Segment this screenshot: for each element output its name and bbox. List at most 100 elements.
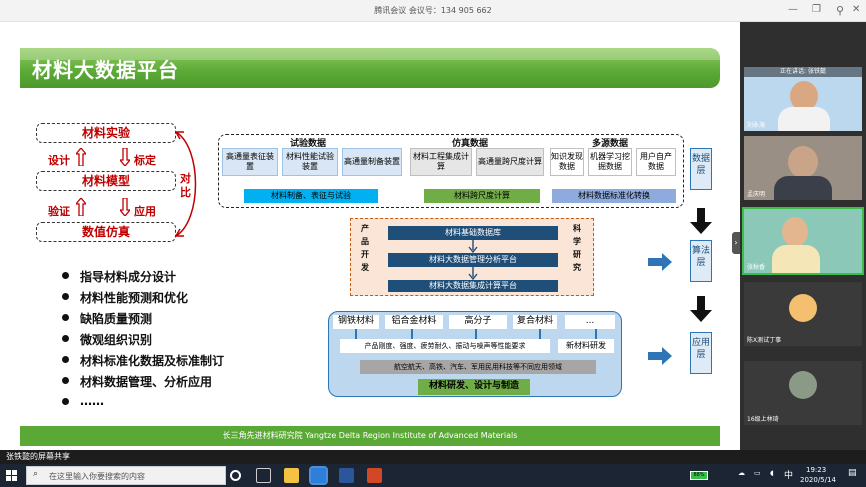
video-tile[interactable]: 16级上林琦 (744, 361, 862, 425)
right-arrow-icon (648, 347, 672, 365)
tencent-meeting-icon[interactable] (309, 466, 328, 485)
sim-item: 材料工程集成计算 (410, 148, 472, 176)
participant-name: 张秋香 (747, 264, 766, 271)
video-tile[interactable]: 正在讲话: 张铁懿 刘永海 (744, 67, 862, 131)
list-item: 指导材料成分设计 (62, 268, 224, 289)
list-item: 材料性能预测和优化 (62, 289, 224, 310)
multi-bar: 材料数据标准化转换 (552, 189, 676, 203)
multi-item: 知识发现数据 (550, 148, 584, 176)
participant-name: 16级上林琦 (747, 416, 779, 423)
product-dev-label: 产 品 开 发 (361, 224, 369, 272)
compare-curve-arrow (175, 131, 197, 237)
right-arrow-icon (648, 253, 672, 271)
list-item: 微观组织识别 (62, 331, 224, 352)
window-title: 腾讯会议 会议号：134 905 662 (374, 6, 492, 15)
notification-icon[interactable]: ▤ (848, 468, 857, 478)
down-arrow-icon (690, 296, 712, 322)
layer-application: 应用层 (690, 332, 712, 374)
share-banner-text: 张铁懿的屏幕共享 (6, 452, 70, 461)
connector-arrows (355, 329, 597, 339)
group-title-experiment: 试验数据 (290, 139, 327, 149)
research-label: 科 学 研 究 (573, 224, 581, 272)
volume-icon[interactable]: ◖ (770, 469, 774, 477)
bullet-list: 指导材料成分设计 材料性能预测和优化 缺陷质量预测 微观组织识别 材料标准化数据… (62, 268, 224, 415)
list-item: 缺陷质量预测 (62, 310, 224, 331)
down-arrow-icon (120, 148, 130, 166)
multi-item: 用户自产数据 (636, 148, 676, 176)
taskbar-search-input[interactable]: ⌕ 在这里输入你要搜索的内容 (26, 466, 226, 485)
slide-footer: 长三角先进材料研究院 Yangtze Delta Region Institut… (20, 426, 720, 446)
list-item: 材料标准化数据及标准制订 (62, 352, 224, 373)
rd-bar: 材料研发、设计与制造 (418, 379, 530, 395)
footer-text: 长三角先进材料研究院 Yangtze Delta Region Institut… (222, 431, 518, 440)
new-material-box: 新材料研发 (558, 339, 614, 353)
slide-title-banner: 材料大数据平台 (20, 48, 720, 88)
speaking-indicator: 正在讲话: 张铁懿 (744, 67, 862, 77)
task-view-icon[interactable] (230, 470, 241, 481)
fields-box: 航空航天、高铁、汽车、军用民用科技等不同应用领域 (360, 360, 596, 374)
taskbar: ⌕ 在这里输入你要搜索的内容 88% ☁ ▭ ◖ 中 19:23 2020/5/… (0, 464, 866, 487)
ime-indicator[interactable]: 中 (784, 471, 794, 481)
file-explorer-icon[interactable] (284, 468, 299, 483)
material-item: 高分子 (449, 315, 507, 329)
stack-item-experiment: 材料实验 (36, 123, 176, 143)
sim-item: 高通量跨尺度计算 (476, 148, 544, 176)
network-icon[interactable]: ▭ (754, 469, 761, 477)
sim-bar: 材料跨尺度计算 (424, 189, 540, 203)
participant-name: 孟庆明 (747, 191, 766, 198)
participant-name: 陈X测试丁事 (747, 337, 782, 344)
multitask-icon[interactable] (256, 468, 271, 483)
windows-start-icon[interactable] (6, 470, 17, 481)
up-arrow-icon (76, 148, 86, 166)
material-item: ... (565, 315, 615, 329)
label-apply: 应用 (134, 205, 156, 218)
video-tile[interactable]: 陈X测试丁事 (744, 282, 862, 346)
window-titlebar: 腾讯会议 会议号：134 905 662 — ❐ ⚲ ✕ (0, 0, 866, 22)
clock-date[interactable]: 2020/5/14 (800, 476, 836, 484)
cloud-icon[interactable]: ☁ (738, 469, 745, 477)
platform-row: 材料大数据集成计算平台 (388, 280, 558, 292)
screen-share-banner: 张铁懿的屏幕共享 (0, 450, 866, 464)
participant-name: 刘永海 (747, 122, 766, 129)
label-design: 设计 (48, 154, 70, 167)
word-icon[interactable] (339, 468, 354, 483)
search-placeholder: 在这里输入你要搜索的内容 (49, 472, 145, 481)
layer-data: 数据层 (690, 148, 712, 190)
stack-item-model: 材料模型 (36, 171, 176, 191)
platform-row: 材料基础数据库 (388, 226, 558, 240)
list-item: 材料数据管理、分析应用 (62, 373, 224, 394)
battery-indicator[interactable]: 88% (690, 471, 708, 480)
up-arrow-icon (76, 198, 86, 216)
video-tile[interactable]: 张秋香 (742, 207, 864, 275)
group-title-simulation: 仿真数据 (452, 139, 489, 149)
presentation-slide: 材料大数据平台 材料实验 材料模型 数值仿真 设计 标定 验证 应用 对比 指导… (20, 48, 720, 446)
powerpoint-icon[interactable] (367, 468, 382, 483)
minimize-icon[interactable]: — (788, 4, 798, 15)
exp-bar: 材料制备、表征与试验 (244, 189, 378, 203)
group-title-multi: 多源数据 (592, 139, 629, 149)
clock-time[interactable]: 19:23 (806, 466, 827, 474)
stack-item-simulation: 数值仿真 (36, 222, 176, 242)
close-icon[interactable]: ✕ (852, 4, 861, 15)
material-item: 复合材料 (513, 315, 557, 329)
material-item: 钢铁材料 (333, 315, 379, 329)
label-compare: 对比 (180, 172, 191, 199)
pin-icon[interactable]: ⚲ (836, 4, 845, 17)
video-tile[interactable]: 孟庆明 (744, 136, 862, 200)
list-item: …… (62, 394, 224, 415)
props-box: 产品刚度、强度、疲劳耐久、振动与噪声等性能要求 (340, 339, 550, 353)
platform-row: 材料大数据管理分析平台 (388, 253, 558, 267)
down-arrow-icon (120, 198, 130, 216)
multi-item: 机器学习挖掘数据 (588, 148, 632, 176)
restore-icon[interactable]: ❐ (812, 4, 821, 15)
layer-algorithm: 算法层 (690, 240, 712, 282)
panel-collapse-handle[interactable]: › (732, 232, 740, 254)
exp-item: 材料性能试验装置 (282, 148, 338, 176)
exp-item: 高通量表征装置 (222, 148, 278, 176)
label-verify: 验证 (48, 205, 70, 218)
material-item: 铝合金材料 (385, 315, 443, 329)
down-arrow-icon (468, 240, 478, 280)
data-sources-group (218, 134, 684, 208)
exp-item: 高通量制备装置 (342, 148, 402, 176)
label-calibrate: 标定 (134, 154, 156, 167)
